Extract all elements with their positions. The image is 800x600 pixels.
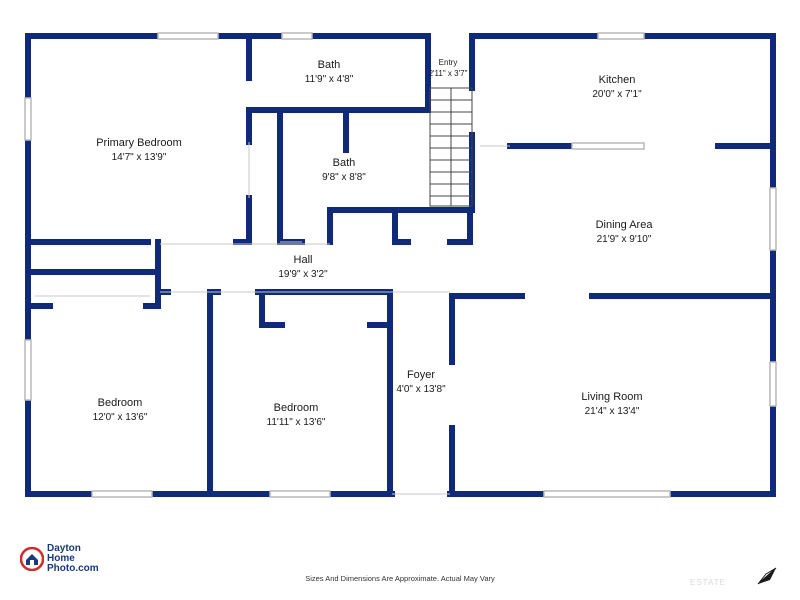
living-dim: 21'4" x 13'4" (585, 406, 640, 417)
entry-dim: 2'11" x 3'7" (429, 69, 468, 78)
hall-dim: 19'9" x 3'2" (278, 269, 328, 280)
logo-line-2: Home (47, 553, 75, 564)
closet-box-wall (327, 207, 473, 245)
entry-name: Entry (439, 58, 458, 67)
walls (25, 33, 776, 497)
house-logo-icon (20, 547, 44, 571)
kitchen-dim: 20'0" x 7'1" (592, 89, 642, 100)
window-primary-top (157, 32, 219, 40)
window-kitchen-passthrough (571, 142, 645, 150)
dayton-home-photo-logo: Dayton Home Photo.com (20, 544, 99, 574)
logo-line-1: Dayton (47, 543, 81, 554)
window-dining-right (769, 187, 777, 251)
dining-dim: 21'9" x 9'10" (597, 234, 652, 245)
bedroom-left-dim: 12'0" x 13'6" (93, 412, 148, 423)
stairs (429, 87, 473, 207)
dining-name: Dining Area (596, 219, 654, 231)
bath1-dim: 11'9" x 4'8" (305, 74, 354, 85)
foyer-dim: 4'0" x 13'8" (396, 384, 446, 395)
bath1-name: Bath (318, 59, 341, 71)
window-bedroom-mid-bottom (269, 490, 331, 498)
bedroom-left-name: Bedroom (98, 397, 143, 409)
window-bath1-top (281, 32, 313, 40)
disclaimer-note: Sizes And Dimensions Are Approximate. Ac… (305, 574, 495, 583)
window-primary-left (24, 97, 32, 141)
kitchen-name: Kitchen (599, 74, 636, 86)
logo-line-3: Photo.com (47, 563, 99, 574)
hall-left-wall-box (25, 239, 161, 275)
bedroom-mid-dim: 11'11" x 13'6" (267, 417, 326, 428)
logo-wordmark: Dayton Home Photo.com (47, 544, 99, 574)
room-labels: Primary Bedroom 14'7" x 13'9" Bath 11'9"… (93, 58, 654, 428)
foyer-name: Foyer (407, 369, 435, 381)
bedroom-mid-closet (259, 289, 285, 328)
thin-lines (35, 142, 510, 495)
bath2-dim: 9'8" x 8'8" (322, 172, 366, 183)
windows (24, 32, 777, 498)
primary-bedroom-dim: 14'7" x 13'9" (112, 152, 167, 163)
watermark: ESTATE (690, 578, 726, 587)
bath2-name: Bath (333, 157, 356, 169)
bedroom-mid-name: Bedroom (274, 402, 319, 414)
living-name: Living Room (581, 391, 642, 403)
window-living-right (769, 361, 777, 407)
window-living-bottom (543, 490, 671, 498)
window-bedroom-left-side (24, 339, 32, 401)
window-kitchen-top (597, 32, 645, 40)
hall-name: Hall (294, 254, 313, 266)
north-arrow-icon (757, 567, 777, 585)
window-bedroom-left-bottom (91, 490, 153, 498)
primary-bedroom-name: Primary Bedroom (96, 137, 182, 149)
